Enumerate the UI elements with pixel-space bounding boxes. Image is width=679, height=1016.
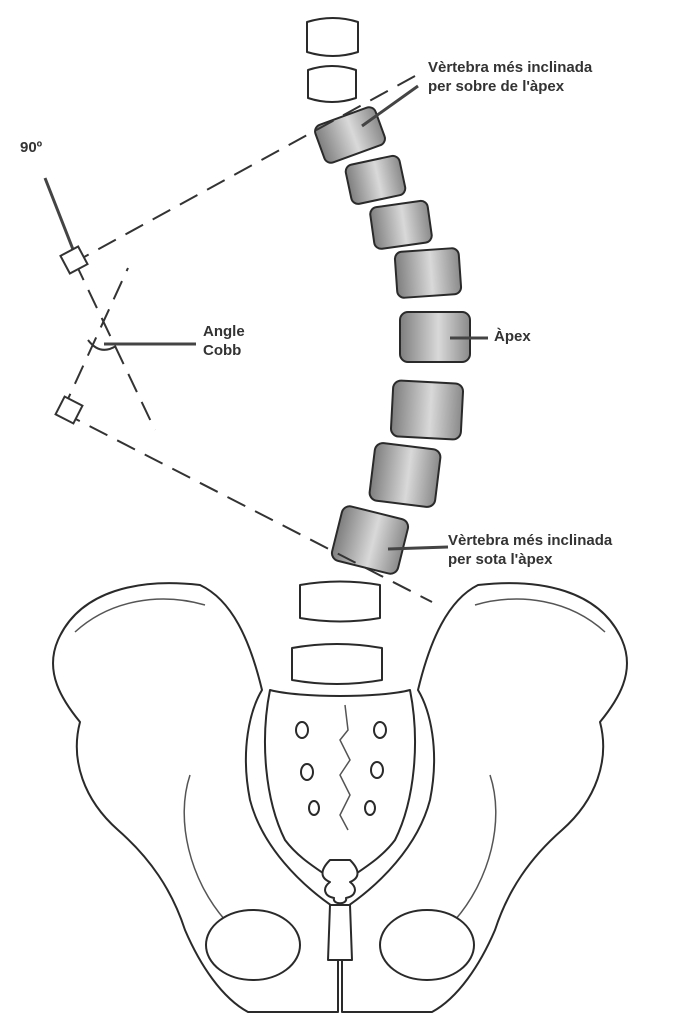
vertebra-t7: [369, 442, 442, 508]
vertebra-t4: [394, 248, 461, 298]
cobb-angle-label-line1: Angle: [203, 323, 245, 340]
lower-vertebra-label-line1: Vèrtebra més inclinada: [448, 532, 613, 549]
lower-perpendicular-line: [62, 268, 128, 412]
apex-label: Àpex: [494, 328, 531, 345]
vertebra-upper-end: [313, 105, 387, 164]
upper-vertebra-label-line2: per sobre de l'àpex: [428, 78, 565, 95]
vertebra-t3: [369, 200, 432, 250]
pubic-symphysis: [328, 905, 352, 960]
left-obturator-foramen: [206, 910, 300, 980]
spine: [292, 18, 470, 684]
lower-endplate-line: [62, 412, 432, 602]
coccyx: [323, 860, 358, 903]
lower-vertebra-label-line2: per sota l'àpex: [448, 551, 553, 568]
lumbar-vertebra-1: [300, 582, 380, 622]
upper-vertebra-pointer: [362, 86, 418, 126]
sacrum: [265, 690, 415, 885]
upper-vertebra-2: [308, 66, 356, 102]
right-obturator-foramen: [380, 910, 474, 980]
vertebra-lower-end: [330, 505, 410, 576]
upper-vertebra-label-line1: Vèrtebra més inclinada: [428, 59, 593, 76]
lower-vertebra-pointer: [388, 547, 448, 549]
upper-right-angle-marker: [60, 246, 87, 273]
vertebra-t6: [391, 380, 464, 440]
perpendicular-indicator-line: [45, 178, 74, 252]
vertebra-t2: [344, 155, 406, 206]
upper-vertebra-1: [307, 18, 358, 56]
cobb-angle-label-line2: Cobb: [203, 342, 241, 359]
lumbar-vertebra-2: [292, 644, 382, 684]
right-angle-label: 90º: [20, 139, 43, 156]
